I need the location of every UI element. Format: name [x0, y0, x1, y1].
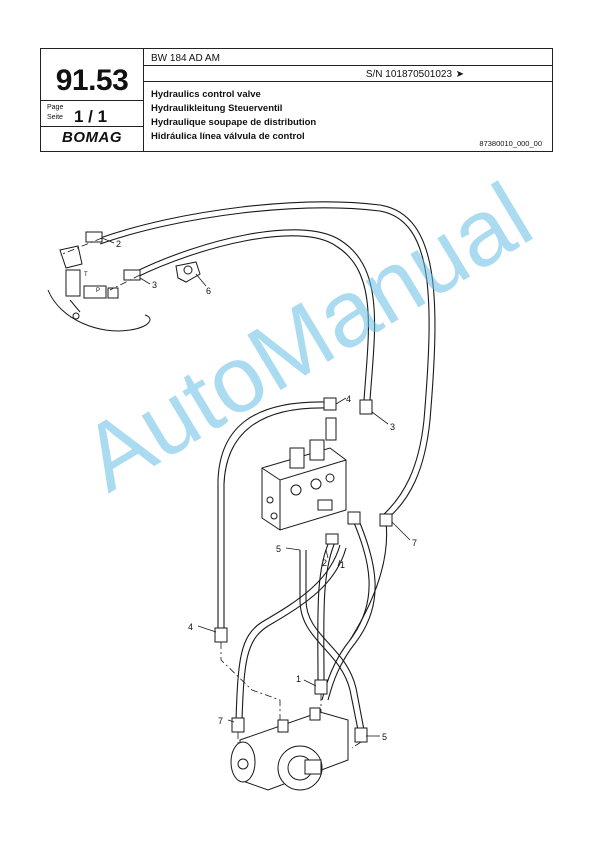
fitting — [323, 397, 337, 411]
callout-7-lower: 7 — [218, 716, 223, 726]
fitting — [123, 269, 141, 281]
seite-label: Seite — [47, 114, 63, 121]
callout-3: 3 — [152, 280, 157, 290]
fitting — [347, 511, 361, 525]
callout-5: 5 — [276, 544, 281, 554]
callout-1: 1 — [340, 560, 345, 570]
callout-6: 6 — [206, 286, 211, 296]
fitting — [359, 399, 373, 415]
title-block-rule — [41, 100, 143, 101]
port-p-label: P — [96, 288, 100, 294]
fitting — [325, 533, 339, 545]
serial-arrow-icon: ➤ — [455, 69, 464, 80]
hydraulic-pump — [230, 707, 349, 791]
machine-model: BW 184 AD AM — [151, 53, 220, 64]
title-english: Hydraulics control valve — [151, 89, 261, 100]
hose-1 — [235, 544, 347, 721]
hose-4 — [217, 401, 329, 630]
title-block-rule — [143, 65, 553, 66]
fitting — [354, 727, 368, 743]
title-french: Hydraulique soupape de distribution — [151, 117, 317, 128]
connection-lines — [59, 237, 362, 749]
hose-outer — [99, 201, 436, 521]
hose-inner — [134, 229, 376, 401]
fitting — [214, 627, 228, 643]
callout-2-lower: 2 — [322, 558, 327, 568]
hose-clamp — [175, 261, 201, 283]
fitting — [85, 231, 103, 243]
callout-2: 2 — [116, 239, 121, 249]
title-german: Hydraulikleitung Steuerventil — [151, 103, 283, 114]
serial-number: S/N 101870501023 — [365, 69, 452, 80]
part-titles: Hydraulics control valve Hydraulikleitun… — [151, 88, 316, 144]
port-t-label: T — [84, 272, 88, 278]
callout-4: 4 — [346, 394, 351, 404]
control-valve-block — [261, 417, 347, 531]
title-block-rule — [41, 126, 143, 127]
title-spanish: Hidráulica línea válvula de control — [151, 131, 305, 142]
section-number: 91.53 — [55, 64, 129, 97]
page-number: 1 / 1 — [74, 107, 108, 126]
fitting — [314, 679, 328, 695]
callout-7: 7 — [412, 538, 417, 548]
hose-7 — [321, 517, 388, 701]
callout-1-lower: 1 — [296, 674, 301, 684]
callout-3-valve: 3 — [390, 422, 395, 432]
tank-connector-assembly — [47, 245, 151, 332]
hose-5 — [299, 550, 365, 731]
title-block-rule — [143, 81, 553, 82]
fitting — [379, 513, 393, 527]
fitting — [231, 717, 245, 733]
title-block: BW 184 AD AM S/N 101870501023 ➤ Hydrauli… — [40, 48, 553, 152]
leader-lines — [101, 237, 411, 737]
page-label: Page — [47, 104, 64, 111]
callout-4-lower: 4 — [188, 622, 193, 632]
document-number: 87380010_000_00 — [479, 139, 542, 148]
hose-2 — [317, 539, 337, 681]
callout-5-lower: 5 — [382, 732, 387, 742]
bomag-logo: BOMAG — [62, 129, 122, 146]
title-block-divider — [143, 49, 144, 151]
